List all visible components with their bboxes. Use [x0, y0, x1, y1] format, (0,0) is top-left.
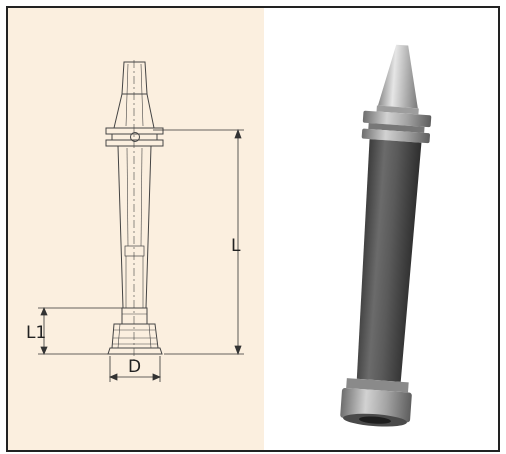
l1-arrow-top [40, 306, 48, 316]
photo-flange-bottom [361, 128, 430, 144]
nut-rim [107, 347, 163, 355]
l1-arrow-bottom [40, 346, 48, 356]
tool-holder-outline [105, 60, 164, 360]
photo-cone-base [376, 105, 419, 115]
cone-hidden-line-left [125, 63, 129, 127]
cone-hidden-line-right [140, 63, 144, 127]
d-arrow-right [152, 373, 162, 381]
shank-bore-left [126, 147, 129, 247]
l-arrow-top [234, 128, 242, 139]
shank-bore-right [140, 147, 143, 247]
nut-edge-left [117, 323, 121, 349]
d-arrow-left [108, 373, 118, 381]
l-arrow-bottom [234, 345, 242, 356]
photo-cone [377, 44, 418, 109]
dimension-label-l1: L1 [26, 323, 46, 343]
figure-frame: L L1 D [6, 6, 500, 452]
photo-flange-top [362, 110, 432, 128]
technical-drawing: L L1 D [8, 8, 264, 450]
drawing-background [8, 8, 264, 450]
photo-flange-groove [368, 122, 425, 133]
bore-step [124, 245, 145, 257]
photo-bore [359, 416, 391, 424]
photo-collet-nut [340, 387, 412, 423]
flange-hole [130, 132, 140, 142]
dimension-label-l: L [231, 236, 241, 256]
product-photo [264, 8, 498, 450]
dimension-lines [38, 128, 244, 382]
dimension-label-d: D [128, 357, 141, 377]
product-photo-panel [264, 8, 498, 450]
photo-body [356, 139, 422, 382]
nut-edge-right [148, 323, 152, 349]
photo-nut-ring [346, 378, 409, 393]
tool-holder-image [340, 44, 432, 427]
technical-drawing-panel: L L1 D [8, 8, 264, 450]
